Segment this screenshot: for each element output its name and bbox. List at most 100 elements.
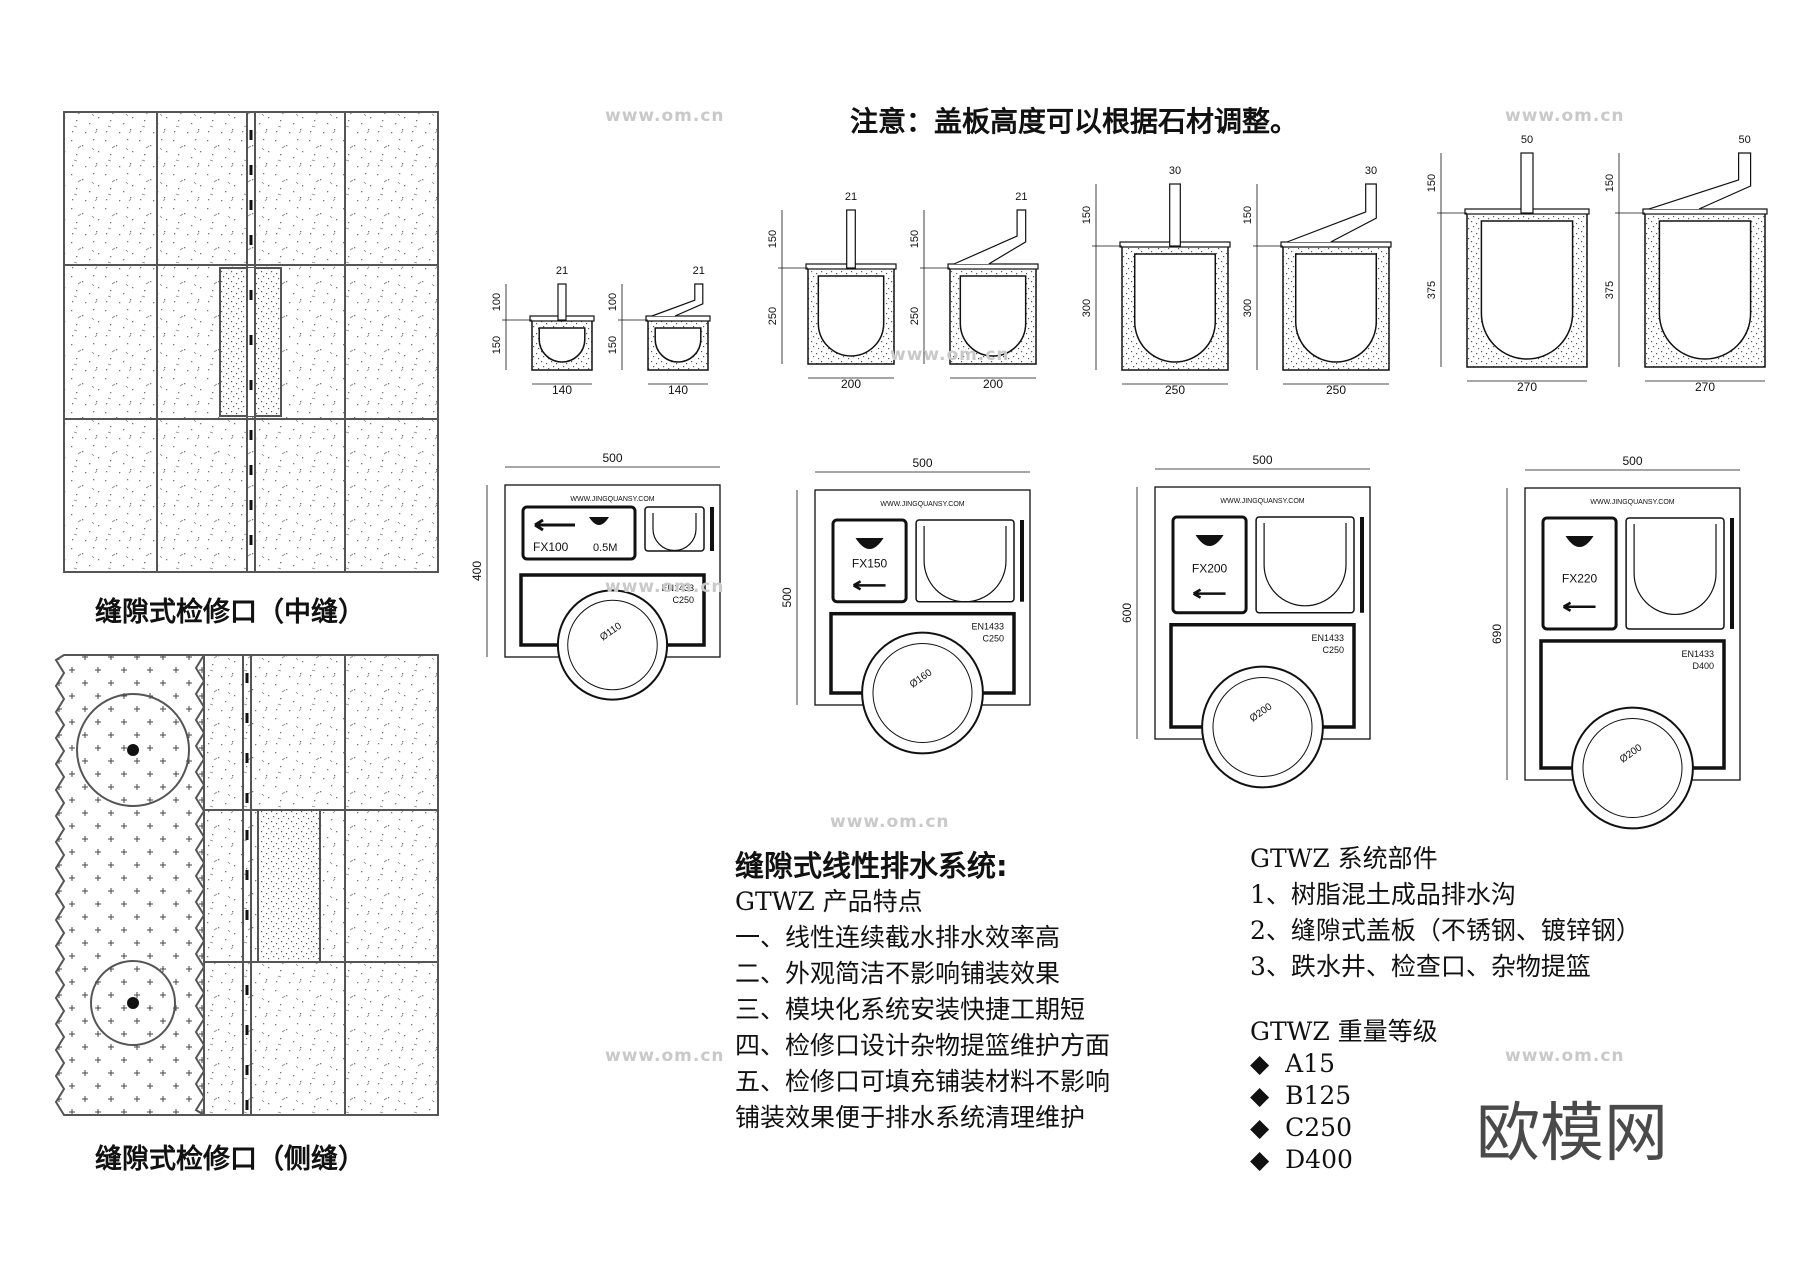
brand-logo-icon [589, 517, 609, 525]
system-title: 缝隙式线性排水系统: [735, 849, 1008, 883]
load-class-label: C250 [672, 595, 694, 605]
dimension-label: 150 [1242, 206, 1254, 224]
diamond-bullet-icon: ◆ [1250, 1081, 1286, 1110]
dimension-label: 150 [607, 336, 619, 354]
dimension-label: 21 [845, 191, 857, 203]
channel-bore [817, 275, 885, 357]
dimension-label: 150 [1081, 206, 1093, 224]
flow-arrow-icon [852, 580, 886, 591]
dimension-label: 270 [1695, 380, 1715, 394]
dimension-label: 200 [841, 377, 861, 391]
basket-bore [1633, 524, 1717, 615]
watermark-logo: 欧模网 [1476, 1097, 1668, 1171]
diamond-bullet-icon: ◆ [1250, 1049, 1286, 1078]
side-seam-plan [54, 654, 439, 1116]
dimension-label: WWW.JINGQUANSY.COM [1590, 499, 1674, 506]
diamond-bullet-icon: ◆ [1250, 1145, 1286, 1174]
dimension-label: 250 [909, 307, 921, 325]
model-label: FX100 [533, 540, 569, 554]
basket-frame [1255, 516, 1355, 614]
grades-heading: GTWZ 重量等级 [1250, 1017, 1438, 1046]
caption-side-seam: 缝隙式检修口（侧缝） [95, 1144, 365, 1175]
dimension-label: 140 [552, 383, 572, 397]
dimension-label: WWW.JINGQUANSY.COM [570, 496, 654, 503]
dimension-label: 30 [1365, 165, 1377, 177]
grate-frame [1642, 208, 1768, 215]
caption-mid-seam: 缝隙式检修口（中缝） [95, 597, 365, 628]
feature-item: 二、外观简洁不影响铺装效果 [735, 959, 1061, 988]
brand-logo-icon [855, 538, 884, 549]
flow-arrow-icon [1192, 588, 1226, 599]
grate-frame [1280, 241, 1392, 248]
grade-item: ◆ B125 [1250, 1081, 1352, 1110]
features-block: GTWZ 产品特点 一、线性连续截水排水效率高 二、外观简洁不影响铺装效果 三、… [735, 884, 1110, 1136]
watermark-url: www.om.cn [605, 106, 725, 126]
watermark-url: www.om.cn [1505, 1046, 1625, 1066]
dimension-label: 150 [1604, 174, 1616, 192]
model-label: FX220 [1562, 571, 1598, 585]
dimension-label: 600 [1120, 603, 1134, 623]
dimension-label: 300 [1242, 299, 1254, 317]
load-class-label: D400 [1692, 661, 1714, 671]
dimension-label: 500 [1622, 454, 1642, 468]
grade-item: ◆ A15 [1250, 1049, 1335, 1078]
channel-bore [1658, 220, 1752, 360]
slot-riser [1520, 152, 1534, 214]
dimension-label: 50 [1738, 134, 1750, 146]
outlet-pipe-inner [872, 642, 973, 744]
load-class-label: C250 [1322, 645, 1344, 655]
channel-bore [1480, 220, 1574, 360]
outlet-pipe-inner [1582, 717, 1683, 819]
channel-sections: 1001501402110015014021150250200211502502… [491, 134, 1768, 397]
dimension-label: 300 [1081, 299, 1093, 317]
note-heading: 注意：盖板高度可以根据石材调整。 [850, 105, 1299, 138]
dimension-label: 200 [983, 377, 1003, 391]
brand-logo-icon [1565, 536, 1594, 547]
channel-bore [538, 327, 586, 363]
dimension-label: 100 [491, 293, 503, 311]
watermark-url: www.om.cn [605, 1046, 725, 1066]
mid-seam-plan [63, 111, 439, 573]
dimension-label: 500 [1252, 453, 1272, 467]
watermark-url: www.om.cn [605, 577, 725, 597]
dimension-label: 500 [912, 456, 932, 470]
chamber-plan: 500500WWW.JINGQUANSY.COMFX150EN1433C250Ø… [780, 456, 1031, 755]
parts-heading: GTWZ 系统部件 [1250, 844, 1438, 873]
diamond-bullet-icon: ◆ [1250, 1113, 1286, 1142]
dimension-label: 21 [556, 265, 568, 277]
dimension-label: 21 [693, 265, 705, 277]
label-plate [1171, 515, 1248, 615]
channel-section: 150 375 270 50 [1604, 134, 1768, 394]
watermark-url: www.om.cn [890, 345, 1010, 365]
slot-riser-offset [651, 283, 704, 317]
standard-label: EN1433 [661, 583, 694, 593]
channel-bore [1294, 253, 1378, 363]
features-heading: GTWZ 产品特点 [735, 887, 923, 916]
grade-item: ◆ C250 [1250, 1113, 1352, 1142]
grade-item: ◆ D400 [1250, 1145, 1353, 1174]
standard-label: EN1433 [1311, 633, 1344, 643]
dimension-label: 375 [1604, 281, 1616, 299]
slope-label: 0.5M [593, 542, 617, 554]
dimension-label: 150 [909, 230, 921, 248]
slot-riser [557, 283, 567, 321]
basket-frame [1625, 517, 1725, 630]
feature-item: 铺装效果便于排水系统清理维护 [735, 1103, 1086, 1132]
dimension-label: 150 [767, 230, 779, 248]
dimension-label: 250 [1165, 383, 1185, 397]
basket-frame [644, 506, 705, 552]
chamber-plan: 500600WWW.JINGQUANSY.COMFX200EN1433C250Ø… [1120, 453, 1371, 789]
standard-label: EN1433 [971, 622, 1004, 632]
dimension-label: 100 [607, 293, 619, 311]
grate-edge [1730, 518, 1734, 629]
label-plate [521, 505, 637, 561]
part-item: 1、树脂混土成品排水沟 [1250, 880, 1516, 909]
watermark-url: www.om.cn [1505, 106, 1625, 126]
label-plate [831, 518, 908, 604]
